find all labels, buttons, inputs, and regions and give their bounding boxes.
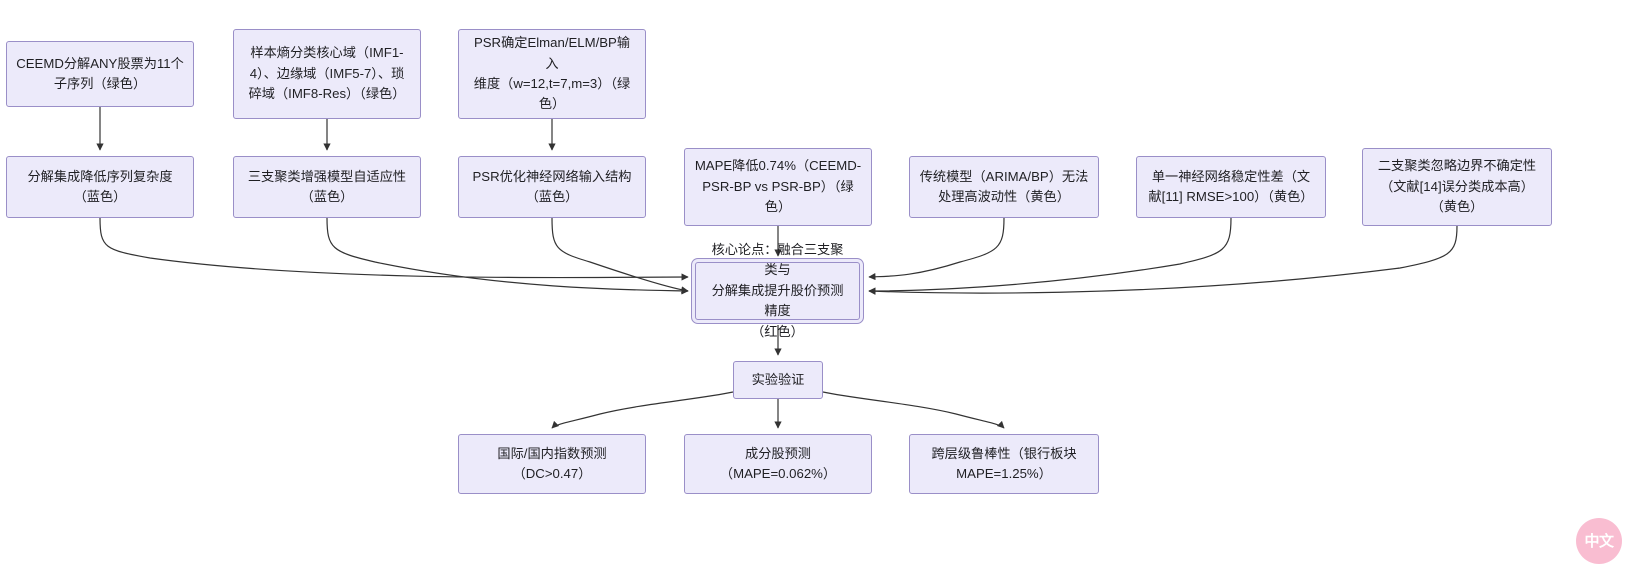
flow-node-n12[interactable]: 实验验证: [733, 361, 823, 399]
edge-n12-n13: [551, 391, 734, 429]
flow-node-n13[interactable]: 国际/国内指数预测 （DC>0.47）: [458, 434, 646, 494]
flow-node-n3[interactable]: PSR确定Elman/ELM/BP输入 维度（w=12,t=7,m=3）（绿 色…: [458, 29, 646, 119]
flow-node-n7[interactable]: MAPE降低0.74%（CEEMD- PSR-BP vs PSR-BP）（绿 色…: [684, 148, 872, 226]
flow-node-n5[interactable]: 三支聚类增强模型自适应性 （蓝色）: [233, 156, 421, 218]
flow-node-n6[interactable]: PSR优化神经网络输入结构 （蓝色）: [458, 156, 646, 218]
edge-n4-n11: [99, 217, 689, 281]
flow-node-n10[interactable]: 二支聚类忽略边界不确定性 （文献[14]误分类成本高） （黄色）: [1362, 148, 1552, 226]
edge-n6-n11: [551, 217, 689, 294]
edge-n5-n11: [326, 217, 689, 295]
watermark-badge: 中文: [1576, 518, 1622, 564]
flow-node-n8[interactable]: 传统模型（ARIMA/BP）无法 处理高波动性（黄色）: [909, 156, 1099, 218]
edge-n8-n11: [868, 217, 1005, 281]
edge-n10-n11: [868, 225, 1458, 295]
edge-n9-n11: [868, 217, 1232, 295]
watermark-label: 中文: [1584, 533, 1614, 551]
edge-n12-n15: [822, 391, 1005, 429]
flow-node-n1[interactable]: CEEMD分解ANY股票为11个 子序列（绿色）: [6, 41, 194, 107]
flow-node-n4[interactable]: 分解集成降低序列复杂度 （蓝色）: [6, 156, 194, 218]
flow-node-n2[interactable]: 样本熵分类核心域（IMF1- 4）、边缘域（IMF5-7）、琐 碎域（IMF8-…: [233, 29, 421, 119]
flow-node-n15[interactable]: 跨层级鲁棒性（银行板块 MAPE=1.25%）: [909, 434, 1099, 494]
flow-node-n9[interactable]: 单一神经网络稳定性差（文 献[11] RMSE>100）（黄色）: [1136, 156, 1326, 218]
flow-node-n11[interactable]: 核心论点：融合三支聚类与 分解集成提升股价预测精度 （红色）: [695, 242, 860, 339]
flow-node-n14[interactable]: 成分股预测 （MAPE=0.062%）: [684, 434, 872, 494]
